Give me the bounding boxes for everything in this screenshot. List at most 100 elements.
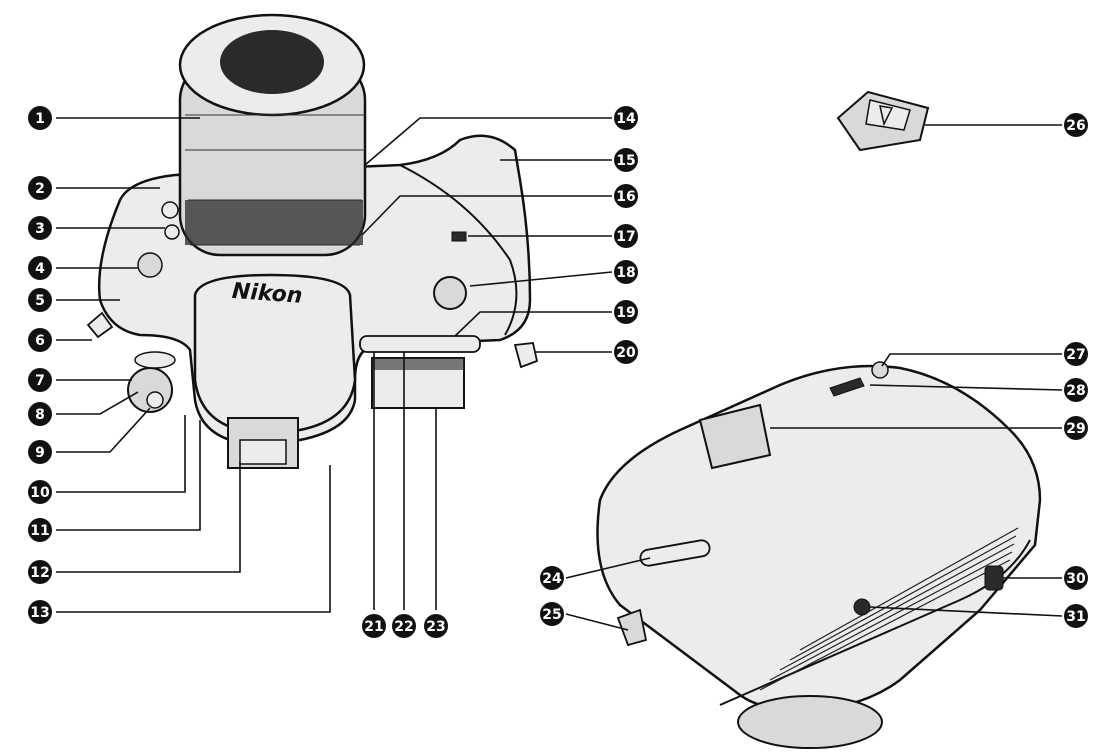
svg-text:21: 21 xyxy=(364,619,383,635)
svg-text:28: 28 xyxy=(1066,383,1085,399)
power-switch xyxy=(451,231,467,242)
svg-text:7: 7 xyxy=(35,373,45,389)
eyepiece-cap xyxy=(836,90,930,152)
svg-text:14: 14 xyxy=(616,111,636,127)
svg-text:27: 27 xyxy=(1066,347,1085,363)
svg-text:19: 19 xyxy=(616,305,635,321)
tripod-socket xyxy=(853,598,871,616)
dial-buttons-left xyxy=(134,351,176,369)
leader-28 xyxy=(869,384,1063,391)
callout-13: 13 xyxy=(28,600,52,624)
bottom-grill xyxy=(759,527,1019,691)
svg-text:1: 1 xyxy=(35,111,45,127)
leader-11 xyxy=(56,420,201,531)
callout-16: 16 xyxy=(614,184,638,208)
callout-17: 17 xyxy=(614,224,638,248)
svg-text:12: 12 xyxy=(30,565,49,581)
callout-markers: 1 2 3 4 5 6 7 8 9 10 11 12 13 14 15 16 1… xyxy=(28,106,1088,638)
accessory-shoe-base xyxy=(239,439,287,465)
callout-9: 9 xyxy=(28,440,52,464)
svg-text:13: 13 xyxy=(30,605,49,621)
strap-eyelet-left xyxy=(86,311,114,339)
camera-bottom-view xyxy=(596,361,1042,749)
svg-text:20: 20 xyxy=(616,345,636,361)
leader-18 xyxy=(469,271,613,287)
leader-14 xyxy=(364,117,612,166)
svg-text:17: 17 xyxy=(616,229,635,245)
callout-24: 24 xyxy=(540,566,564,590)
control-button-row xyxy=(359,335,481,353)
rewind-switch xyxy=(984,565,1004,591)
callout-22: 22 xyxy=(392,614,416,638)
prism-bottom-view xyxy=(698,403,772,470)
svg-text:25: 25 xyxy=(542,607,561,623)
leader-31 xyxy=(869,606,1063,617)
callout-14: 14 xyxy=(614,106,638,130)
callout-3: 3 xyxy=(28,216,52,240)
lens-release-button xyxy=(161,201,179,219)
leader-19 xyxy=(454,311,612,337)
prism-housing xyxy=(193,273,357,432)
svg-text:9: 9 xyxy=(35,445,45,461)
callout-11: 11 xyxy=(28,518,52,542)
callout-18: 18 xyxy=(614,260,638,284)
brand-logo: Nikon xyxy=(231,279,303,309)
aperture-preview xyxy=(164,224,180,240)
leader-lines xyxy=(56,117,1063,631)
svg-text:26: 26 xyxy=(1066,118,1085,134)
callout-27: 27 xyxy=(1064,342,1088,366)
callout-21: 21 xyxy=(362,614,386,638)
leader-16 xyxy=(361,195,612,236)
leader-27 xyxy=(881,353,1062,367)
callout-10: 10 xyxy=(28,480,52,504)
svg-text:18: 18 xyxy=(616,265,635,281)
callout-30: 30 xyxy=(1064,566,1088,590)
svg-text:22: 22 xyxy=(394,619,413,635)
hand-grip xyxy=(399,164,518,336)
svg-text:2: 2 xyxy=(35,181,45,197)
callout-1: 1 xyxy=(28,106,52,130)
svg-text:31: 31 xyxy=(1066,609,1085,625)
callout-15: 15 xyxy=(614,148,638,172)
callout-29: 29 xyxy=(1064,416,1088,440)
svg-text:30: 30 xyxy=(1066,571,1086,587)
callout-28: 28 xyxy=(1064,378,1088,402)
lens-front-element xyxy=(220,30,324,94)
lens xyxy=(178,13,367,257)
callout-20: 20 xyxy=(614,340,638,364)
svg-text:23: 23 xyxy=(426,619,445,635)
svg-text:11: 11 xyxy=(30,523,49,539)
callout-25: 25 xyxy=(540,602,564,626)
callout-5: 5 xyxy=(28,288,52,312)
svg-text:4: 4 xyxy=(35,261,45,277)
callout-8: 8 xyxy=(28,402,52,426)
svg-text:10: 10 xyxy=(30,485,50,501)
callout-23: 23 xyxy=(424,614,448,638)
callout-4: 4 xyxy=(28,256,52,280)
leader-24 xyxy=(565,557,651,579)
film-window xyxy=(639,539,711,567)
leader-10 xyxy=(56,415,186,493)
leader-12 xyxy=(56,462,241,573)
svg-text:3: 3 xyxy=(35,221,45,237)
svg-text:29: 29 xyxy=(1066,421,1085,437)
svg-text:16: 16 xyxy=(616,189,635,205)
svg-text:6: 6 xyxy=(35,333,45,349)
callout-31: 31 xyxy=(1064,604,1088,628)
leader-8 xyxy=(56,391,139,415)
leader-9 xyxy=(56,407,151,453)
lcd-panel-top-strip xyxy=(372,358,464,370)
command-dial xyxy=(829,377,865,397)
lens-bottom xyxy=(737,695,883,749)
zoom-ring xyxy=(185,200,363,245)
dial-knob xyxy=(871,361,889,379)
leader-25 xyxy=(565,613,629,631)
callout-6: 6 xyxy=(28,328,52,352)
svg-text:24: 24 xyxy=(542,571,562,587)
mode-dial-button xyxy=(146,391,164,409)
strap-eyelet-right xyxy=(513,342,539,369)
self-timer-button xyxy=(137,252,163,278)
leader-13 xyxy=(56,465,331,613)
camera-body-bottom xyxy=(596,364,1042,712)
